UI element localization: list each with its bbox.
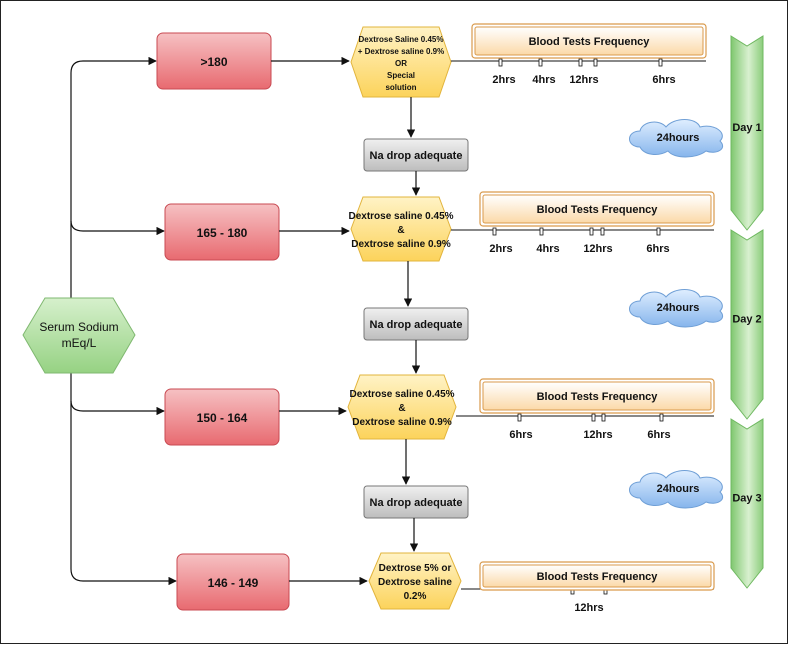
- trunk-line-up: [70, 60, 84, 299]
- serum-sodium-node: Serum Sodium mEq/L: [22, 297, 136, 374]
- fluid-node: [350, 26, 452, 98]
- treatment-row: 150 - 164 Dextrose saline 0.45% & Dextrose …: [164, 374, 715, 446]
- timeline-tick-label: 12hrs: [569, 74, 598, 86]
- cloud-shape: 24hours: [629, 470, 724, 509]
- timeline-tick: [593, 58, 598, 67]
- range-box: [164, 203, 280, 261]
- timeline-tick-label: 6hrs: [647, 429, 670, 441]
- range-box: [164, 388, 280, 446]
- timeline-tick: [601, 413, 606, 422]
- blood-test-title: Blood Tests Frequency: [537, 204, 659, 216]
- connector-lines: [70, 56, 177, 586]
- duration-clouds: 24hours 24hours 24hours: [629, 119, 724, 509]
- blood-test-box: [474, 26, 704, 56]
- timeline-tick: [659, 413, 664, 422]
- blood-test-box: [482, 381, 712, 411]
- timeline-tick-label: 6hrs: [509, 429, 532, 441]
- fluid-label-line: OR: [395, 59, 407, 68]
- cloud-shape: 24hours: [629, 119, 724, 158]
- na-drop-checks: Na drop adequate Na drop adequate Na drop …: [363, 97, 469, 552]
- treatment-row: 146 - 149 Dextrose 5% or Dextrose saline 0.…: [176, 552, 715, 614]
- day-label: Day 2: [732, 314, 761, 326]
- timeline-tick-label: 2hrs: [489, 243, 512, 255]
- fluid-label-line: Dextrose 5% or: [379, 563, 452, 574]
- timeline-tick: [656, 227, 661, 236]
- serum-sodium-label-line1: Serum Sodium: [39, 320, 118, 334]
- timeline-tick: [492, 227, 497, 236]
- range-box: [176, 553, 290, 611]
- timeline-tick-label: 4hrs: [536, 243, 559, 255]
- na-drop-label: Na drop adequate: [370, 150, 463, 162]
- cloud-label: 24hours: [657, 132, 700, 144]
- timeline-tick-label: 4hrs: [532, 74, 555, 86]
- day-chevron: [730, 418, 764, 589]
- range-label: 146 - 149: [208, 576, 259, 590]
- blood-test-title: Blood Tests Frequency: [537, 391, 659, 403]
- fluid-node: [368, 552, 462, 610]
- fluid-label-line: Dextrose saline 0.45%: [348, 211, 453, 222]
- timeline-tick: [591, 413, 596, 422]
- fluid-label-line: Special: [387, 71, 415, 80]
- timeline-tick-label: 12hrs: [583, 429, 612, 441]
- fluid-label-line: &: [398, 403, 405, 414]
- timeline-tick-label: 6hrs: [652, 74, 675, 86]
- day-label: Day 3: [732, 493, 761, 505]
- serum-sodium-label-line2: mEq/L: [62, 336, 97, 350]
- cloud-shape: 24hours: [629, 289, 724, 328]
- blood-test-box: [482, 564, 712, 588]
- cloud-label: 24hours: [657, 302, 700, 314]
- timeline-tick: [658, 58, 663, 67]
- timeline-tick: [578, 58, 583, 67]
- timeline-tick: [498, 58, 503, 67]
- timeline-tick-label: 12hrs: [583, 243, 612, 255]
- blood-test-title: Blood Tests Frequency: [537, 571, 659, 583]
- fluid-label-line: Dextrose saline 0.9%: [351, 239, 451, 250]
- fluid-label-line: + Dextrose saline 0.9%: [358, 47, 445, 56]
- na-drop-box: [363, 485, 469, 519]
- cloud-body: [629, 470, 724, 509]
- timeline-tick: [600, 227, 605, 236]
- range-label: 150 - 164: [197, 411, 248, 425]
- trunk-line-down: [70, 373, 84, 582]
- fluid-label-line: Dextrose saline: [378, 577, 452, 588]
- na-drop-label: Na drop adequate: [370, 319, 463, 331]
- day-chevron: [730, 35, 764, 231]
- cloud-label: 24hours: [657, 483, 700, 495]
- timeline-tick: [538, 58, 543, 67]
- treatment-rows: >180 Dextrose Saline 0.45% + Dextrose sali…: [156, 23, 715, 614]
- timeline-tick-label: 12hrs: [574, 602, 603, 614]
- timeline-tick-label: 2hrs: [492, 74, 515, 86]
- day-chevron: [730, 229, 764, 420]
- range-label: 165 - 180: [197, 226, 248, 240]
- fluid-label-line: Dextrose saline 0.9%: [352, 417, 452, 428]
- branch-curve: [70, 400, 84, 412]
- day-label: Day 1: [732, 122, 761, 134]
- cloud-body: [629, 289, 724, 328]
- timeline-tick-label: 6hrs: [646, 243, 669, 255]
- blood-test-title: Blood Tests Frequency: [529, 36, 651, 48]
- treatment-row: >180 Dextrose Saline 0.45% + Dextrose sali…: [156, 23, 707, 98]
- timeline-tick: [589, 227, 594, 236]
- branch-curve: [70, 220, 84, 232]
- na-drop-label: Na drop adequate: [370, 497, 463, 509]
- fluid-label-line: solution: [385, 83, 416, 92]
- day-arrows: Day 1 Day 2 Day 3: [730, 35, 764, 589]
- fluid-node: [347, 374, 457, 440]
- fluid-node: [350, 196, 452, 262]
- fluid-label-line: &: [397, 225, 404, 236]
- blood-test-box: [482, 194, 712, 224]
- timeline-tick: [517, 413, 522, 422]
- treatment-row: 165 - 180 Dextrose saline 0.45% & Dextrose …: [164, 191, 715, 262]
- fluid-label-line: Dextrose Saline 0.45%: [359, 35, 444, 44]
- fluid-label-line: 0.2%: [404, 591, 427, 602]
- cloud-body: [629, 119, 724, 158]
- range-label: >180: [200, 55, 227, 69]
- fluid-label-line: Dextrose saline 0.45%: [349, 389, 454, 400]
- timeline-tick: [539, 227, 544, 236]
